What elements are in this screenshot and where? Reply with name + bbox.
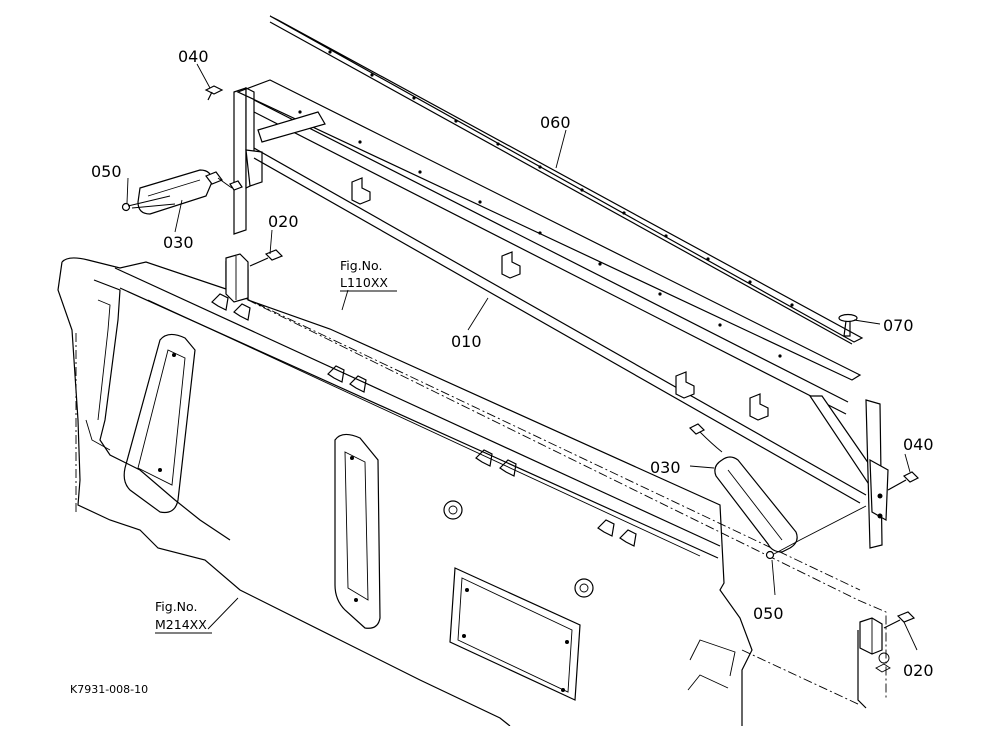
drawing-code: K7931-008-10 [70,683,148,696]
figure-ref-lower-prefix: Fig.No. [155,599,197,614]
callout-050-left: 050 [91,162,122,181]
callout-070: 070 [883,316,914,335]
rear-panel-assembly [57,257,887,727]
lamp-030-right [688,423,798,553]
figure-ref-upper: Fig.No. L110XX [340,258,397,292]
callout-040-top: 040 [178,47,209,66]
leader-lines [126,63,918,651]
figure-ref-lower: Fig.No. M214XX [155,599,212,634]
callout-labels: 040 060 050 030 020 010 070 040 030 050 … [91,47,934,680]
bolt-020-right [883,611,916,629]
bolt-020-mid [249,249,284,267]
callout-030-right: 030 [650,458,681,477]
callout-010: 010 [451,332,482,351]
top-strip-060 [269,15,864,345]
nut-050-right [765,550,775,560]
callout-020-mid: 020 [268,212,299,231]
bolt-040-right [887,471,920,491]
bolt-040-top [204,85,224,101]
figure-ref-upper-prefix: Fig.No. [340,258,382,273]
rear-frame-010 [225,79,889,549]
nut-050-left [121,202,131,212]
figure-ref-upper-number: L110XX [340,275,388,290]
lamp-030-left [137,169,243,215]
callout-030-left: 030 [163,233,194,252]
callout-060: 060 [540,113,571,132]
callout-020-right: 020 [903,661,934,680]
callout-040-right: 040 [903,435,934,454]
callout-050-right: 050 [753,604,784,623]
right-bracket [857,617,891,709]
rivet-070 [838,313,858,337]
figure-ref-lower-number: M214XX [155,617,207,632]
